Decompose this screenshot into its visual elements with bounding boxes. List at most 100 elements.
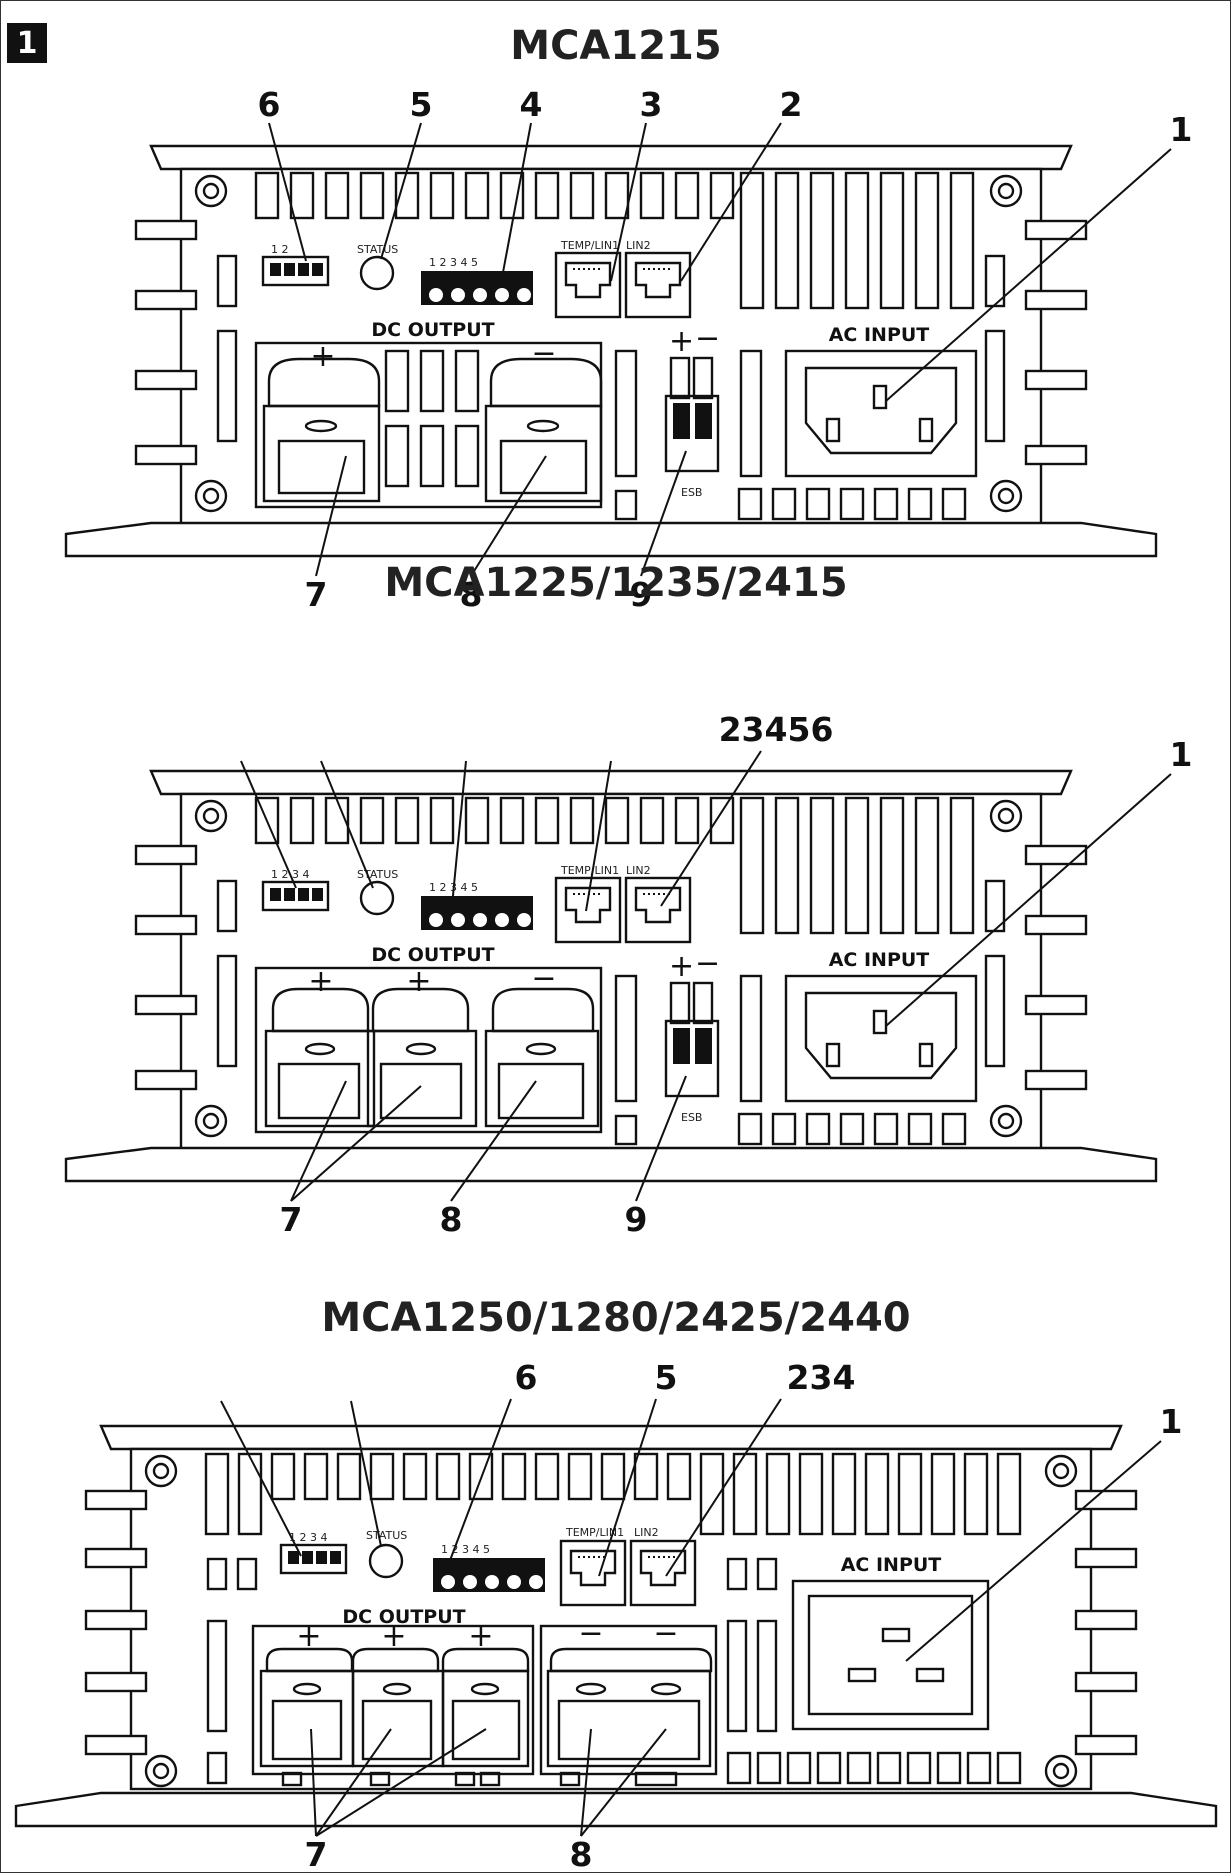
callout-5: 5 — [655, 1358, 678, 1397]
remote-terminal-block[interactable]: 1 2 3 4 5 — [433, 1543, 545, 1592]
dc-negative-terminal[interactable]: − — [484, 961, 600, 1128]
ac-input-label: AC INPUT — [829, 324, 930, 346]
callout-8: 8 — [440, 1200, 463, 1239]
lin2-port[interactable] — [624, 251, 692, 319]
cooling-fin — [134, 844, 198, 866]
status-led — [368, 1543, 404, 1579]
terminal-sign: + — [310, 339, 335, 374]
dc-positive-terminal[interactable]: + — [351, 1619, 445, 1768]
status-label: STATUS — [357, 243, 398, 256]
terminal-sign: + — [308, 964, 333, 999]
screw-icon — [194, 799, 228, 833]
status-label: STATUS — [366, 1529, 407, 1542]
status-led — [359, 880, 395, 916]
panel-mca1250-1280-2425-2440: MCA1250/1280/2425/2440 — [14, 1295, 1218, 1872]
cooling-fin — [134, 289, 198, 311]
callout-6: 6 — [515, 1358, 538, 1397]
cooling-fin — [1024, 289, 1088, 311]
callout-3: 3 — [640, 85, 663, 124]
callout-1: 1 — [1170, 735, 1193, 774]
screw-icon — [989, 1104, 1023, 1138]
dip-switch[interactable]: 1 2 3 4 — [261, 868, 330, 912]
lin2-port[interactable] — [629, 1539, 697, 1607]
temp-lin1-label: TEMP/LIN1 — [565, 1526, 624, 1539]
callout-7: 7 — [280, 1200, 303, 1239]
screw-icon — [194, 1104, 228, 1138]
dip-switch[interactable]: 1 2 — [261, 243, 330, 287]
screw-icon — [989, 174, 1023, 208]
screw-icon — [1044, 1754, 1078, 1788]
cooling-fin — [84, 1489, 148, 1511]
terminal-sign: − — [578, 1616, 603, 1651]
dc-output-area — [254, 966, 603, 1134]
top-lid — [149, 144, 1073, 171]
status-led — [359, 255, 395, 291]
callout-1: 1 — [1160, 1402, 1183, 1441]
cooling-fin — [134, 994, 198, 1016]
terminal-sign: − — [531, 961, 556, 996]
cooling-fin — [84, 1547, 148, 1569]
top-lid — [99, 1424, 1123, 1451]
ac-inlet[interactable] — [784, 974, 978, 1103]
lin2-label: LIN2 — [626, 864, 651, 877]
status-label: STATUS — [357, 868, 398, 881]
cooling-fin — [134, 219, 198, 241]
remote-terminal-block[interactable]: 1 2 3 4 5 — [421, 256, 533, 305]
ac-input-label: AC INPUT — [841, 1554, 942, 1576]
temp-lin1-label: TEMP/LIN1 — [560, 239, 619, 252]
dip-switch[interactable]: 1 2 3 4 — [279, 1531, 348, 1575]
dc-negative-terminal[interactable]: − — [484, 336, 603, 503]
cooling-fin — [1074, 1609, 1138, 1631]
callout-234: 234 — [787, 1358, 856, 1397]
vent-slots — [204, 1452, 1022, 1787]
cooling-fin — [134, 369, 198, 391]
temp-lin1-port[interactable] — [554, 251, 622, 319]
leader-lines — [268, 122, 1172, 577]
cooling-fin — [1024, 369, 1088, 391]
dc-positive-terminal[interactable]: + — [441, 1619, 530, 1768]
cooling-fin — [1074, 1547, 1138, 1569]
cooling-fin — [1024, 219, 1088, 241]
dip-numbers: 1 2 3 4 — [289, 1531, 327, 1544]
screw-icon — [989, 799, 1023, 833]
base-plate — [64, 1146, 1158, 1183]
esb-connector[interactable] — [664, 356, 720, 473]
cooling-fin — [84, 1734, 148, 1756]
top-lid — [149, 769, 1073, 796]
lin2-label: LIN2 — [634, 1526, 659, 1539]
callout-8: 8 — [570, 1835, 593, 1872]
lin2-label: LIN2 — [626, 239, 651, 252]
cooling-fin — [1024, 994, 1088, 1016]
esb-connector[interactable] — [664, 981, 720, 1098]
ac-inlet[interactable] — [791, 1579, 990, 1731]
esb-label: ESB — [681, 486, 702, 499]
panel-mca1215: MCA1215 — [64, 23, 1192, 614]
screw-icon — [194, 174, 228, 208]
housing-body — [179, 167, 1043, 526]
ac-inlet[interactable] — [784, 349, 978, 478]
dip-numbers: 1 2 — [271, 243, 289, 256]
cooling-fin — [1024, 1069, 1088, 1091]
dc-output-label: DC OUTPUT — [342, 1606, 465, 1628]
esb-label: ESB — [681, 1111, 702, 1124]
cooling-fin — [1024, 914, 1088, 936]
cooling-fin — [1024, 444, 1088, 466]
screw-icon — [144, 1454, 178, 1488]
callout-4: 4 — [520, 85, 543, 124]
esb-plus: + — [669, 324, 694, 359]
vent-slots — [216, 796, 1006, 1146]
panel-mca1225-1235-2415: MCA1225/1235/2415 — [64, 560, 1193, 1239]
callout-7: 7 — [305, 575, 328, 614]
dc-positive-terminal[interactable]: + — [262, 339, 381, 503]
callout-9: 9 — [625, 1200, 648, 1239]
dc-positive-terminal[interactable]: + — [264, 964, 376, 1128]
dc-negative-terminal-group[interactable]: − − — [546, 1616, 713, 1768]
dc-positive-terminal[interactable]: + — [366, 964, 478, 1128]
temp-lin1-port[interactable] — [559, 1539, 627, 1607]
panel-title: MCA1225/1235/2415 — [384, 560, 847, 606]
terminal-sign: − — [653, 1616, 678, 1651]
remote-terminal-block[interactable]: 1 2 3 4 5 — [421, 881, 533, 930]
dc-output-negative-area — [539, 1624, 718, 1776]
